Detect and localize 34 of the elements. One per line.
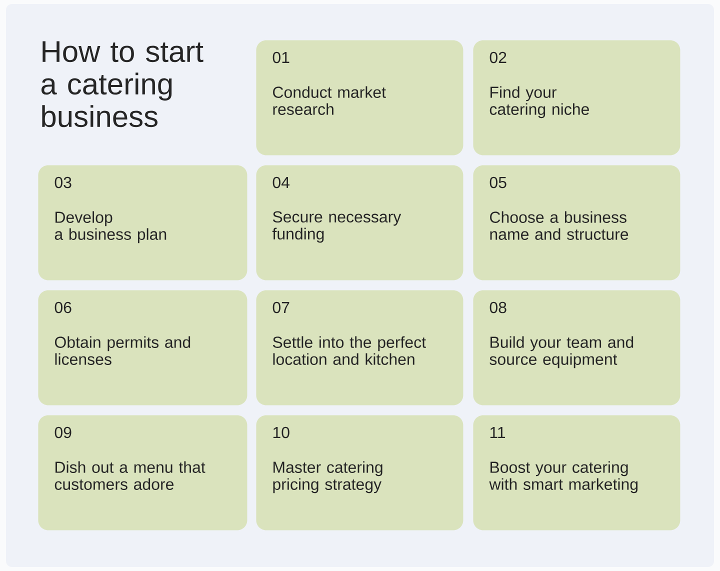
step-card <box>256 415 464 530</box>
step-text: Choose a business name and structure <box>490 211 628 240</box>
step-text: Boost your catering with smart marketing <box>489 461 638 494</box>
step-number: 06 <box>54 302 72 314</box>
step-text: Settle into the perfect location and kitchen <box>272 336 426 365</box>
step-number: 05 <box>490 176 506 188</box>
step-text: Secure necessary funding <box>272 211 402 243</box>
step-card <box>473 415 680 530</box>
title: How to start a catering business <box>41 41 204 128</box>
step-card <box>473 165 680 280</box>
step-number: 09 <box>54 426 72 438</box>
step-number: 11 <box>490 427 506 438</box>
step-card <box>38 415 248 530</box>
step-text: Master catering pricing strategy <box>273 461 382 494</box>
step-text: Dish out a menu that customers adore <box>54 461 206 490</box>
step-number: 02 <box>490 52 506 64</box>
step-card <box>256 290 464 406</box>
step-card <box>256 40 464 156</box>
step-text: Develop a business plan <box>54 211 166 244</box>
step-text: Conduct market research <box>273 86 386 115</box>
step-card <box>473 290 680 406</box>
step-card <box>38 165 248 280</box>
step-card <box>38 290 248 406</box>
step-text: Find your catering niche <box>490 86 589 118</box>
step-number: 01 <box>272 52 290 64</box>
step-number: 03 <box>54 176 72 188</box>
step-number: 04 <box>272 176 290 188</box>
step-number: 10 <box>273 426 290 438</box>
step-card <box>256 165 464 280</box>
step-number: 08 <box>490 302 506 314</box>
step-text: Obtain permits and licenses <box>54 336 190 365</box>
step-text: Build your team and source equipment <box>490 336 634 368</box>
step-number: 07 <box>272 302 290 314</box>
step-card <box>473 40 680 156</box>
